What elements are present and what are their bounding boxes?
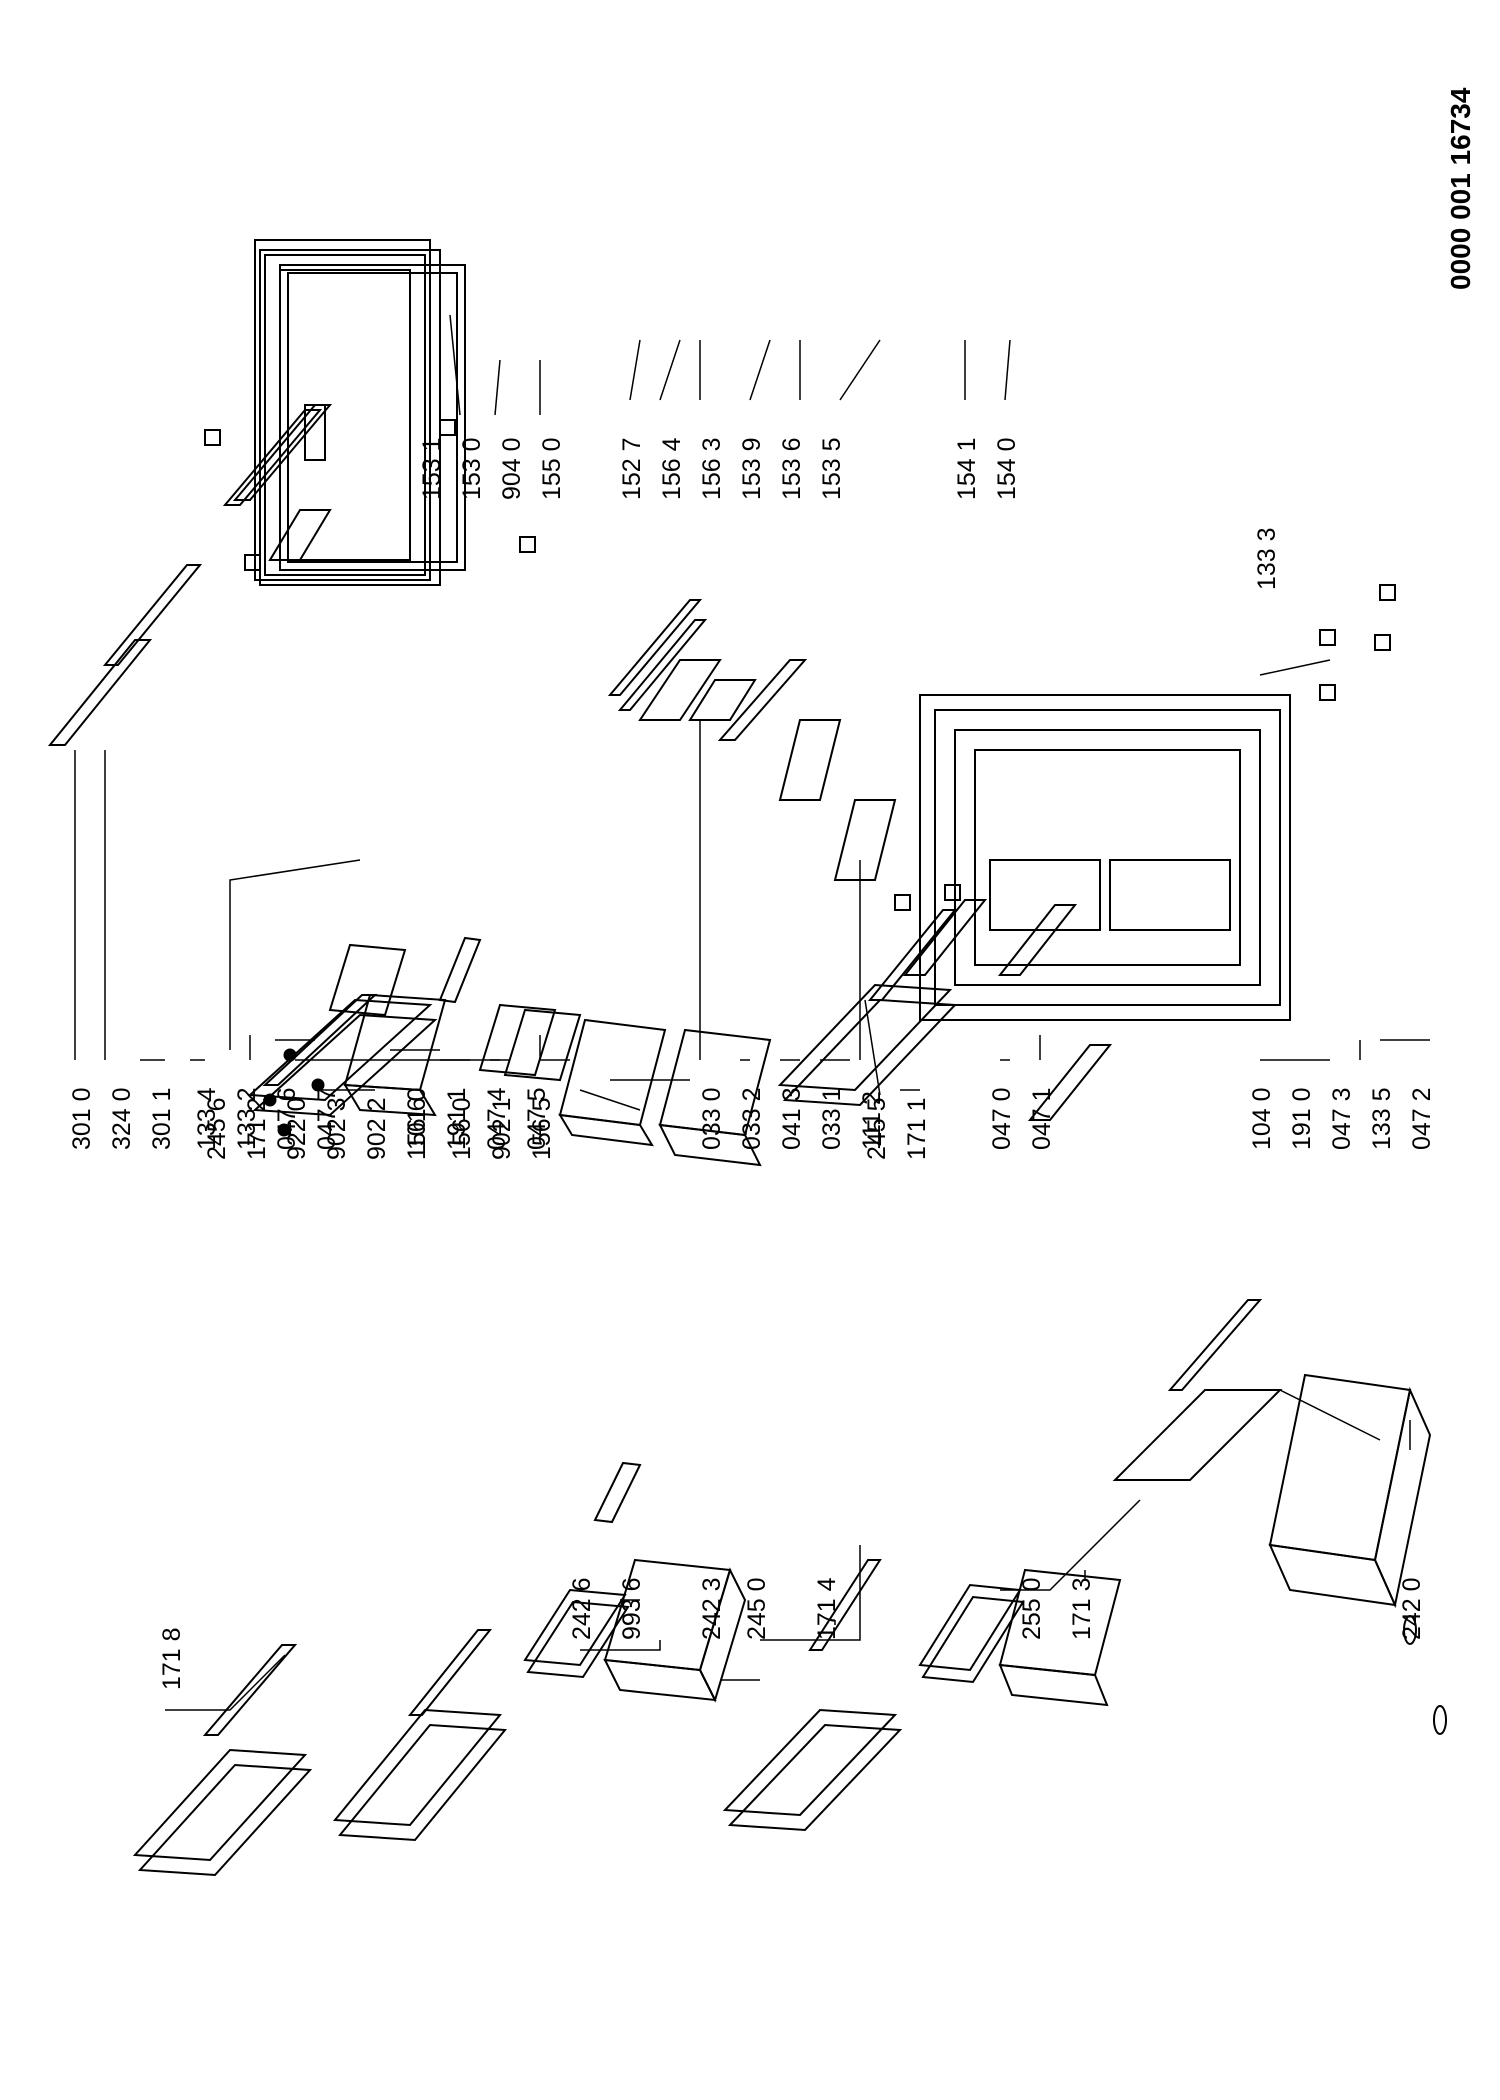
label-2550: 255 0	[1018, 1577, 1046, 1640]
label-1550: 155 0	[538, 437, 566, 500]
label-1531: 153 1	[418, 437, 446, 500]
label-0413: 041 3	[778, 1087, 806, 1150]
label-0332: 033 2	[738, 1087, 766, 1150]
label-1530: 153 0	[458, 437, 486, 500]
label-3010: 301 0	[68, 1087, 96, 1150]
label-9022: 902 2	[363, 1097, 391, 1160]
label-9021: 902 1	[488, 1097, 516, 1160]
label-0472: 047 2	[1408, 1087, 1436, 1150]
egg-tray-1550	[268, 509, 332, 561]
label-0331: 033 1	[818, 1087, 846, 1150]
part-9023	[328, 943, 407, 1017]
label-2456: 245 6	[203, 1097, 231, 1160]
label-1564: 156 4	[658, 437, 686, 500]
label-9023: 902 3	[323, 1097, 351, 1160]
label-9040: 904 0	[498, 437, 526, 500]
wire-shelf-2450	[722, 1559, 903, 1832]
part-1566	[438, 936, 482, 1004]
bins-1541-1540	[902, 899, 1113, 1121]
label-1713: 171 3	[1068, 1577, 1096, 1640]
drawer-bottom	[998, 1568, 1122, 1707]
label-2450: 245 0	[743, 1577, 771, 1640]
label-0471: 047 1	[1028, 1087, 1056, 1150]
knobs-9220	[263, 1048, 325, 1137]
label-0475: 047 5	[523, 1087, 551, 1150]
label-0476: 047 6	[273, 1087, 301, 1150]
label-2426: 242 6	[568, 1577, 596, 1640]
label-9220: 922 0	[283, 1097, 311, 1160]
label-2420: 242 0	[1398, 1577, 1426, 1640]
label-1566: 156 6	[403, 1097, 431, 1160]
frame-1010	[254, 239, 441, 586]
label-1539: 153 9	[738, 437, 766, 500]
label-1563: 156 3	[698, 437, 726, 500]
label-3240: 324 0	[108, 1087, 136, 1150]
hinges-lower	[894, 584, 1396, 911]
tray-9021	[558, 1018, 667, 1147]
part-9936	[593, 1461, 642, 1524]
gasket-1911	[279, 264, 466, 571]
label-1535: 153 5	[818, 437, 846, 500]
label-1718: 171 8	[158, 1627, 186, 1690]
label-1911: 191 1	[443, 1087, 471, 1150]
label-2423: 242 3	[698, 1577, 726, 1640]
door-1040	[919, 694, 1291, 1021]
door-shelf-3010	[47, 564, 203, 746]
label-0330: 033 0	[698, 1087, 726, 1150]
wire-shelf-2455	[777, 909, 958, 1107]
label-1712: 171 2	[243, 1097, 271, 1160]
label-0474: 047 4	[483, 1087, 511, 1150]
label-0477: 047 7	[313, 1087, 341, 1150]
label-3011: 301 1	[148, 1087, 176, 1150]
label-1335: 133 5	[1368, 1087, 1396, 1150]
label-1333: 133 3	[1253, 527, 1281, 590]
label-1565: 156 5	[528, 1097, 556, 1160]
bins-1563-1564	[638, 659, 757, 721]
hinges-0477-0474-0475	[204, 419, 536, 571]
callout-labels: 171 8 242 6 993 6 242 3 245 0 171 4 255 …	[68, 437, 1436, 1690]
tray-1560	[478, 1003, 582, 1082]
label-1332: 133 2	[233, 1087, 261, 1150]
crisper-2420	[1268, 1373, 1447, 1735]
glass-shelf-2550	[1112, 1299, 1283, 1481]
label-2455: 245 5	[863, 1097, 891, 1160]
label-1540: 154 0	[993, 437, 1021, 500]
label-1040: 104 0	[1248, 1087, 1276, 1150]
label-1334: 133 4	[193, 1087, 221, 1150]
label-9936: 993 6	[618, 1577, 646, 1640]
door-bin-1530	[222, 404, 333, 506]
control-panel-0330	[607, 599, 808, 741]
drawer-1565	[658, 1028, 772, 1167]
label-1910: 191 0	[1288, 1087, 1316, 1150]
leader-lines	[74, 314, 1430, 1711]
label-1714: 171 4	[813, 1577, 841, 1640]
label-1541: 154 1	[953, 437, 981, 500]
label-1536: 153 6	[778, 437, 806, 500]
document-id: 0000 001 16734	[1445, 87, 1476, 290]
label-0473: 047 3	[1328, 1087, 1356, 1150]
label-1112: 111 2	[858, 1091, 886, 1150]
label-0470: 047 0	[988, 1087, 1016, 1150]
drawer-2423	[603, 1558, 747, 1703]
wire-shelf-top-2	[332, 1629, 508, 1842]
part-drawings	[47, 239, 1447, 1877]
label-1560: 156 0	[448, 1097, 476, 1160]
wire-shelf-1718	[132, 1644, 313, 1877]
label-1711: 171 1	[903, 1097, 931, 1160]
label-1527: 152 7	[618, 437, 646, 500]
bins-1539-1535	[778, 719, 897, 881]
label-1010: 101 0	[403, 1087, 431, 1150]
